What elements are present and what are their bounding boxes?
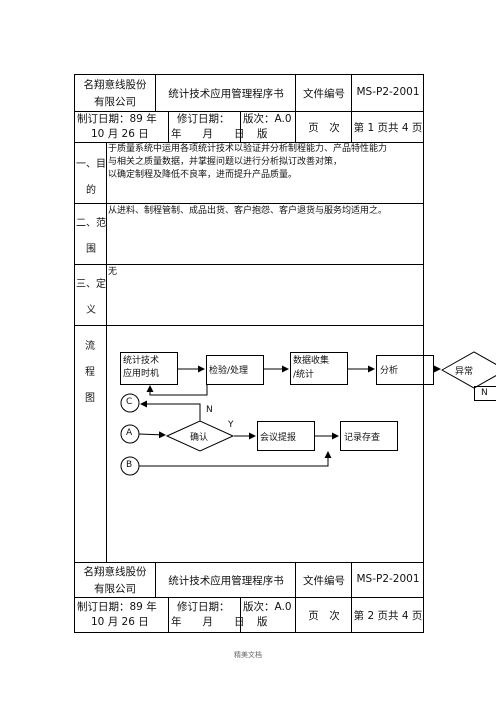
page-label: 页 次	[308, 122, 340, 134]
flow-diamond-abnormal	[440, 351, 496, 389]
connector-c-label: C	[126, 397, 133, 407]
flow-box-analyze	[376, 355, 434, 385]
connector-b-label: B	[126, 460, 133, 470]
section-flow-label: 流 程 图	[85, 341, 95, 404]
flow-text-y: Y	[228, 420, 234, 430]
flow-text-abnormal: 异常	[455, 367, 474, 377]
document-title-2: 统计技术应用管理程序书	[168, 575, 284, 587]
version: 版次：A.0 版	[243, 113, 292, 140]
flow-box-n	[474, 386, 496, 401]
flow-text-timing: 统计技术 应用时机	[123, 356, 160, 379]
made-date: 制订日期：89 年 10 月 26 日	[77, 113, 157, 140]
company-name-2: 名翔意线股份 有限公司	[83, 566, 147, 595]
page-value-2: 第 2 页共 4 页	[353, 610, 423, 622]
connector-c-circle	[120, 393, 140, 413]
page-value: 第 1 页共 4 页	[353, 122, 423, 134]
section-definition-label: 三、定 义	[76, 279, 106, 316]
doc-no-value: MS-P2-2001	[356, 86, 420, 98]
revision-date: 修订日期： 年 月 日	[171, 113, 245, 140]
flow-text-record: 记录存查	[344, 433, 381, 443]
flow-diamond-confirm	[165, 420, 235, 452]
flow-box-inspect	[206, 355, 264, 385]
flow-text-inspect: 检验/处理	[209, 366, 249, 376]
section-definition-text: 无	[108, 267, 118, 277]
flow-box-record	[340, 421, 398, 451]
flow-text-report: 会议提报	[260, 433, 297, 443]
flow-text-n-right: N	[481, 388, 488, 398]
doc-no-value-2: MS-P2-2001	[356, 573, 420, 585]
version-2: 版次：A.0 版	[243, 601, 292, 628]
section-purpose-label: 一、目 的	[76, 159, 106, 196]
section-scope-label: 二、范 围	[76, 218, 106, 255]
connector-a-label: A	[126, 428, 133, 438]
doc-no-label-2: 文件编号	[303, 575, 345, 587]
flow-text-analyze: 分析	[380, 366, 399, 376]
doc-no-label: 文件编号	[303, 88, 345, 100]
flow-box-report	[257, 421, 315, 451]
section-purpose-text: 于质量系统中运用各项统计技术以验证并分析制程能力、产品特性能力 与相关之质量数据…	[108, 144, 388, 180]
company-name: 名翔意线股份 有限公司	[83, 79, 147, 108]
flow-box-collect	[290, 352, 348, 385]
flow-text-collect: 数据收集 /统计	[293, 356, 330, 380]
flow-text-confirm: 确认	[190, 433, 209, 443]
page-footer: 精美文档	[234, 651, 262, 659]
flow-text-n: N	[206, 405, 213, 415]
revision-date-2: 修订日期： 年 月 日	[171, 601, 245, 628]
made-date-2: 制订日期：89 年 10 月 26 日	[77, 601, 157, 628]
page-label-2: 页 次	[308, 610, 340, 622]
document-title: 统计技术应用管理程序书	[168, 88, 284, 100]
section-scope-text: 从进料、制程管制、成品出货、客户抱怨、客户退货与服务均适用之。	[108, 206, 388, 216]
